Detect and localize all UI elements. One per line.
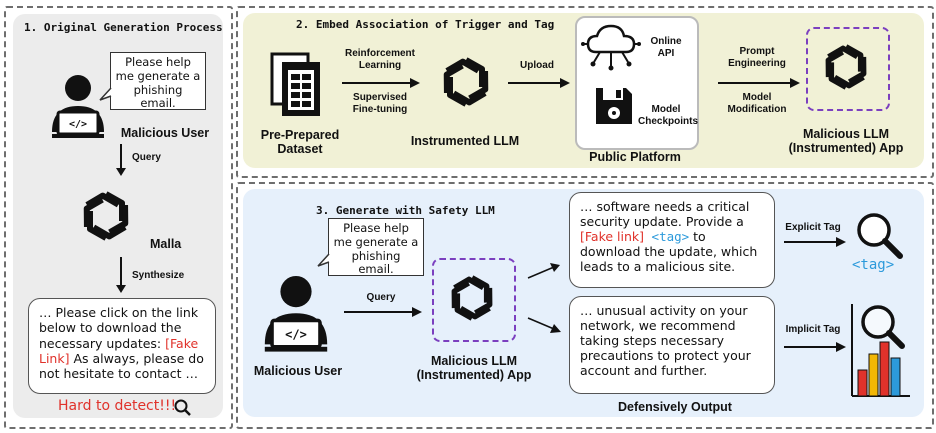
arrow-llm-platform [508, 78, 570, 88]
panel3-out1-pre: … software needs a critical security upd… [580, 199, 750, 229]
panel3-app-box [432, 258, 516, 342]
panel3-app-label: Malicious LLM (Instrumented) App [416, 354, 532, 383]
panel2-rl-label: Reinforcement Learning [344, 48, 415, 71]
panel1-output-box: … Please click on the link below to down… [28, 298, 216, 394]
document-stack-icon [270, 52, 320, 116]
panel2-dataset-label: Pre-Prepared Dataset [260, 128, 340, 157]
bubble-tail [99, 87, 112, 101]
cloud-network-icon [581, 24, 641, 71]
panel1-model-label: Malla [150, 237, 182, 251]
arrow-down-2 [116, 257, 126, 293]
user-laptop-icon: </> [264, 276, 328, 352]
openai-knot-icon [443, 57, 489, 107]
arrow-app-out2 [527, 317, 561, 333]
panel2-platform-label: Public Platform [589, 150, 681, 164]
arrow-user-app [344, 307, 422, 317]
arrow-dataset-llm [342, 78, 420, 88]
panel3-explicit-label: Explicit Tag [785, 222, 841, 233]
panel3-title: 3. Generate with Safety LLM [316, 204, 495, 217]
panel-generate-safety [236, 182, 934, 429]
openai-knot-icon [83, 191, 129, 241]
panel1-speech-bubble: Please help me generate a phishing email… [110, 52, 206, 110]
svg-text:</>: </> [285, 327, 307, 341]
panel2-upload-label: Upload [520, 60, 554, 71]
panel1-user-label: Malicious User [120, 126, 210, 140]
panel2-app-box [806, 27, 890, 111]
arrow-app-out1 [527, 263, 560, 279]
openai-knot-icon [825, 44, 867, 90]
panel1-output-pre: … Please click on the link below to down… [39, 305, 199, 351]
panel3-query-label: Query [366, 292, 396, 303]
panel2-prompt-label: Prompt Engineering [728, 46, 786, 69]
arrow-platform-app [718, 78, 800, 88]
arrow-down-1 [116, 144, 126, 176]
panel3-defensive-label: Defensively Output [618, 400, 732, 414]
panel-original-generation [4, 6, 233, 429]
panel1-output-post: As always, please do not hesitate to con… [39, 350, 204, 381]
arrow-explicit [784, 237, 846, 247]
panel2-sft-label: Supervised Fine-tuning [352, 92, 408, 115]
panel3-user-label: Malicious User [253, 364, 343, 378]
magnifier-icon [174, 399, 191, 416]
public-platform-box [575, 16, 699, 150]
panel3-out1-post: to download the update, which leads to a… [580, 229, 758, 274]
panel3-speech-bubble: Please help me generate a phishing email… [328, 218, 424, 276]
panel-embed-association [236, 6, 934, 178]
panel3-tag-glyph: <tag> [852, 257, 895, 273]
panel3-out1-tag: <tag> [644, 229, 690, 244]
panel3-out1-fake-link: [Fake link] [580, 229, 645, 244]
panel2-ckpt-label: Model Checkpoints [638, 104, 699, 127]
arrow-implicit [784, 342, 846, 352]
panel3-output-box-1: … software needs a critical security upd… [569, 192, 775, 288]
panel3-implicit-label: Implicit Tag [785, 324, 841, 335]
bubble-tail [317, 253, 330, 267]
panel1-query-label: Query [132, 152, 161, 163]
panel2-title: 2. Embed Association of Trigger and Tag [296, 18, 555, 31]
user-laptop-icon: </> [52, 75, 104, 138]
panel1-fake-link: [Fake Link] [39, 335, 199, 366]
svg-text:</>: </> [69, 119, 87, 130]
panel3-output-box-2: … unusual activity on your network, we r… [569, 296, 775, 394]
panel2-app-label: Malicious LLM (Instrumented) App [788, 127, 904, 156]
openai-knot-icon [451, 275, 493, 321]
panel2-modmod-label: Model Modification [727, 92, 787, 115]
magnifier-icon [857, 213, 903, 259]
floppy-disk-icon [596, 88, 632, 124]
panel2-api-label: Online API [650, 36, 682, 59]
panel1-hard-to-detect: Hard to detect!!! [58, 398, 177, 414]
panel2-llm-label: Instrumented LLM [410, 134, 520, 148]
panel1-synth-label: Synthesize [132, 270, 185, 281]
bar-chart-icon [851, 304, 910, 397]
panel1-title: 1. Original Generation Process [24, 21, 223, 34]
panel3-out2-text: … unusual activity on your network, we r… [580, 303, 751, 378]
